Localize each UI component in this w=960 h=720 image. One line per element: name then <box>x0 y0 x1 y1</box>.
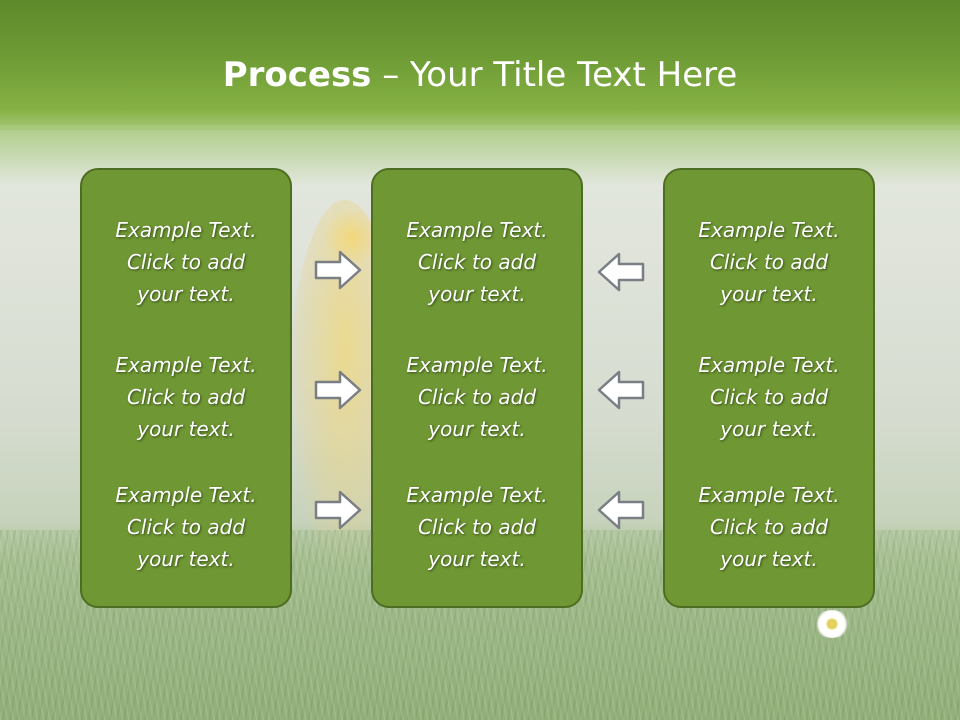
box-text[interactable]: Example Text. Click to add your text. <box>406 483 548 571</box>
process-box-right[interactable]: Example Text. Click to add your text. Ex… <box>663 168 875 608</box>
process-box-left[interactable]: Example Text. Click to add your text. Ex… <box>80 168 292 608</box>
box-text[interactable]: Example Text. Click to add your text. <box>698 218 840 306</box>
left-arrow-icon <box>597 370 645 410</box>
right-arrow-icon <box>314 250 362 290</box>
title-rest: – Your Title Text Here <box>371 55 738 95</box>
box-text[interactable]: Example Text. Click to add your text. <box>698 483 840 571</box>
right-arrow-icon <box>314 490 362 530</box>
box-text[interactable]: Example Text. Click to add your text. <box>115 483 257 571</box>
slide-title[interactable]: Process – Your Title Text Here <box>0 52 960 98</box>
process-box-center[interactable]: Example Text. Click to add your text. Ex… <box>371 168 583 608</box>
daisy-flower-background <box>812 610 852 638</box>
right-arrow-icon <box>314 370 362 410</box>
title-bold: Process <box>222 55 372 95</box>
box-text[interactable]: Example Text. Click to add your text. <box>115 353 257 441</box>
box-text[interactable]: Example Text. Click to add your text. <box>115 218 257 306</box>
title-band <box>0 0 960 130</box>
left-arrow-icon <box>597 490 645 530</box>
box-text[interactable]: Example Text. Click to add your text. <box>406 353 548 441</box>
box-text[interactable]: Example Text. Click to add your text. <box>698 353 840 441</box>
left-arrow-icon <box>597 252 645 292</box>
box-text[interactable]: Example Text. Click to add your text. <box>406 218 548 306</box>
